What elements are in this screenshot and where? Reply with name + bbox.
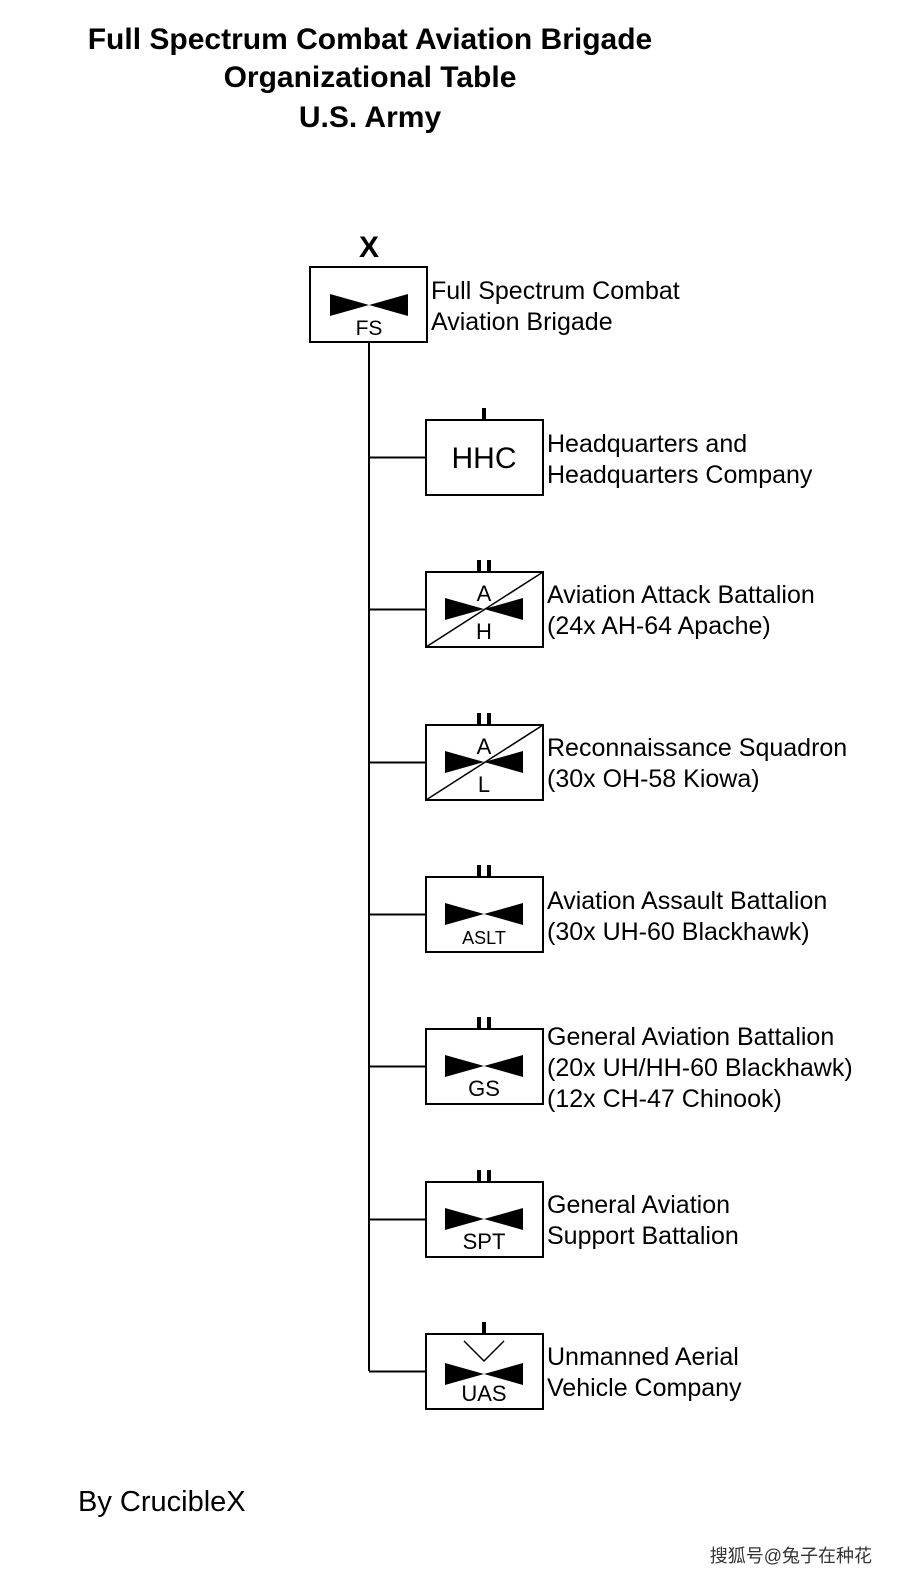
- root-unit-description-line-1: Full Spectrum Combat: [431, 277, 680, 305]
- unit-top-label: A: [477, 581, 492, 606]
- rotary-wing-aviation-icon: [330, 294, 408, 316]
- rotary-wing-aviation-icon: [445, 751, 523, 773]
- unit-description-line: Headquarters and: [547, 430, 747, 458]
- watermark-text: 搜狐号@兔子在种花: [709, 1546, 872, 1566]
- unit-top-label: A: [477, 734, 492, 759]
- unit-box[interactable]: [425, 419, 544, 496]
- root-unit-symbol-label: FS: [356, 317, 383, 340]
- rotary-wing-aviation-icon: [445, 1055, 523, 1077]
- rotary-wing-aviation-icon: [445, 903, 523, 925]
- diagram-title-line-2: Organizational Table: [223, 61, 517, 94]
- unit-description-line: (20x UH/HH-60 Blackhawk): [547, 1054, 853, 1082]
- diagram-title-line-1: Full Spectrum Combat Aviation Brigade: [87, 23, 653, 56]
- rotary-wing-aviation-icon: [445, 1363, 523, 1385]
- unit-bottom-label: L: [478, 772, 490, 797]
- rotary-wing-aviation-icon: [445, 1208, 523, 1230]
- unit-description-line: General Aviation Battalion: [547, 1023, 834, 1051]
- unmanned-chevron-icon: [463, 1340, 505, 1363]
- root-unit-description-line-2: Aviation Brigade: [431, 308, 613, 336]
- author-credit: By CrucibleX: [78, 1486, 246, 1518]
- brigade-echelon-mark: X: [359, 231, 379, 264]
- unit-description-line: Reconnaissance Squadron: [547, 734, 847, 762]
- unit-bottom-label: UAS: [461, 1381, 506, 1406]
- unit-description-line: Unmanned Aerial: [547, 1343, 739, 1371]
- unit-description-line: Aviation Attack Battalion: [547, 581, 815, 609]
- unit-description-line: (30x OH-58 Kiowa): [547, 765, 760, 793]
- diagram-title-line-3: U.S. Army: [298, 101, 442, 134]
- unit-bottom-label: ASLT: [462, 928, 506, 948]
- unit-bottom-label: H: [476, 619, 492, 644]
- unit-description-line: (12x CH-47 Chinook): [547, 1085, 782, 1113]
- unit-description-line: General Aviation: [547, 1191, 730, 1219]
- unit-bottom-label: SPT: [463, 1229, 506, 1254]
- diagonal-slash: [425, 724, 544, 801]
- unit-description-line: Vehicle Company: [547, 1374, 742, 1402]
- unit-bottom-label: GS: [468, 1076, 500, 1101]
- unit-description-line: Aviation Assault Battalion: [547, 887, 827, 915]
- unit-description-line: Support Battalion: [547, 1222, 739, 1250]
- unit-description-line: (30x UH-60 Blackhawk): [547, 918, 810, 946]
- rotary-wing-aviation-icon: [445, 598, 523, 620]
- unit-box-label: HHC: [452, 442, 517, 475]
- diagonal-slash: [425, 571, 544, 648]
- unit-description-line: (24x AH-64 Apache): [547, 612, 771, 640]
- unit-description-line: Headquarters Company: [547, 461, 813, 489]
